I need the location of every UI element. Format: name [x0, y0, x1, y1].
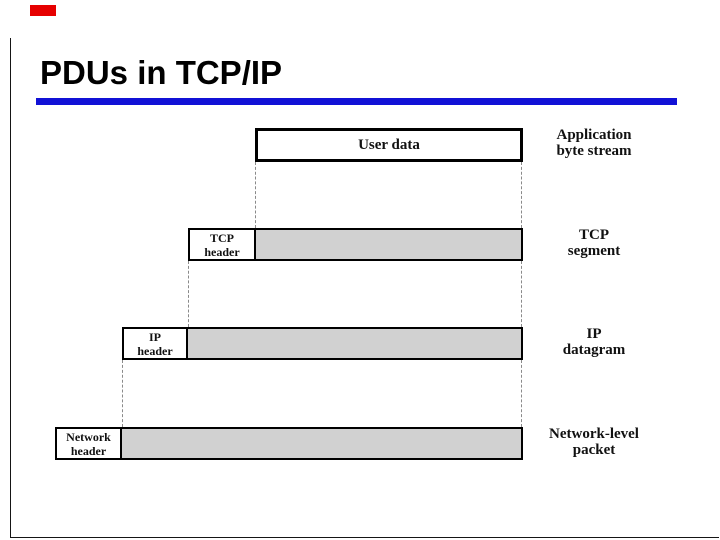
- side-label-line: Application: [556, 127, 632, 143]
- side-label-line: datagram: [562, 342, 626, 358]
- left-frame-line: [10, 38, 11, 538]
- ip-header-label-line: header: [137, 343, 173, 358]
- application-byte-stream-label: Application byte stream: [533, 127, 655, 163]
- dashed-connector: [255, 162, 256, 228]
- ip-header-box: IP header: [122, 327, 188, 360]
- network-data-box: [120, 427, 523, 460]
- network-header-label-line: Network: [66, 429, 111, 444]
- tcp-segment-label: TCP segment: [533, 227, 655, 263]
- bottom-frame-line: [10, 537, 719, 538]
- side-label-line: segment: [567, 243, 621, 259]
- slide-title: PDUs in TCP/IP: [40, 54, 283, 91]
- network-header-label-line: header: [70, 443, 107, 458]
- tcp-data-box: [254, 228, 523, 261]
- dashed-connector: [521, 360, 522, 427]
- dashed-connector: [122, 360, 123, 427]
- side-label-line: Network-level: [549, 426, 639, 442]
- dashed-connector: [188, 261, 189, 327]
- title-underline-rule: [36, 98, 677, 105]
- user-data-label: User data: [358, 136, 420, 153]
- tcp-header-label-line: header: [204, 244, 240, 259]
- tcp-header-label-line: TCP: [210, 230, 234, 245]
- network-header-box: Network header: [55, 427, 122, 460]
- user-data-box: User data: [255, 128, 523, 162]
- dashed-connector: [521, 162, 522, 228]
- tcp-header-box: TCP header: [188, 228, 256, 261]
- ip-header-label-line: IP: [149, 329, 161, 344]
- ip-data-box: [186, 327, 523, 360]
- red-corner-marker: [30, 5, 56, 16]
- side-label-line: packet: [572, 442, 616, 458]
- side-label-line: TCP: [579, 227, 609, 243]
- dashed-connector: [521, 261, 522, 327]
- side-label-line: IP: [586, 326, 602, 342]
- ip-datagram-label: IP datagram: [533, 326, 655, 362]
- network-level-packet-label: Network-level packet: [533, 426, 655, 462]
- side-label-line: byte stream: [556, 143, 632, 159]
